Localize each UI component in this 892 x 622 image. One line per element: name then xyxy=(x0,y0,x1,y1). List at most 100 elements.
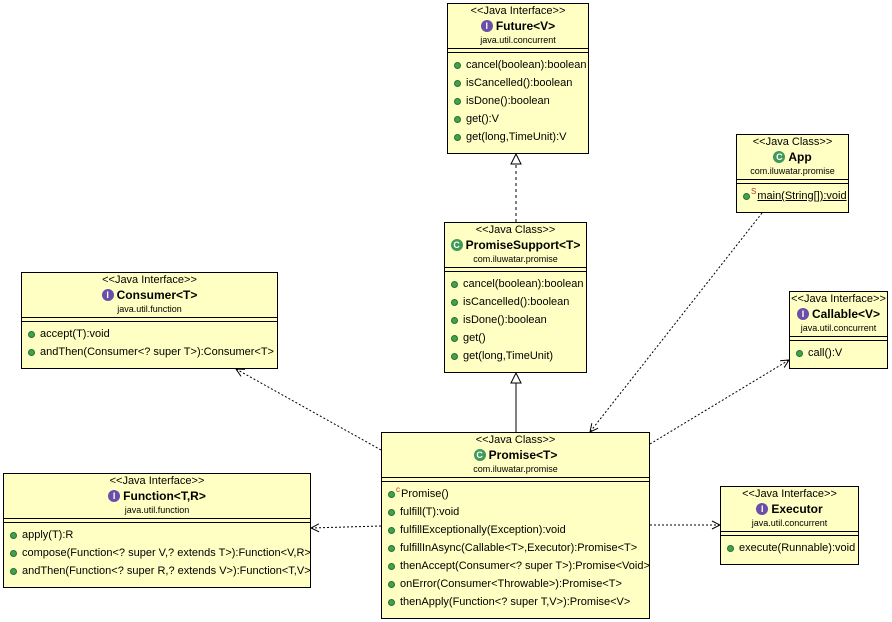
methods-compartment: execute(Runnable):void xyxy=(721,536,858,557)
promise-class-box[interactable]: <<Java Class>> C Promise<T> com.iluwatar… xyxy=(381,432,650,619)
dependency-promise-function xyxy=(311,526,382,528)
dependency-promise-consumer xyxy=(236,369,382,451)
attributes-compartment xyxy=(4,518,310,522)
class-icon: C xyxy=(473,449,486,461)
class-icon: C xyxy=(773,151,786,163)
methods-compartment: cancel(boolean):boolean isCancelled():bo… xyxy=(445,272,586,365)
promisesupport-class-box[interactable]: <<Java Class>> C PromiseSupport<T> com.i… xyxy=(444,222,587,373)
method-item: fulfillInAsync(Callable<T>,Executor):Pro… xyxy=(388,539,649,557)
public-method-icon xyxy=(388,580,395,588)
compartment-divider xyxy=(721,535,858,536)
method-item: thenAccept(Consumer<? super T>):Promise<… xyxy=(388,557,649,575)
public-method-icon xyxy=(388,526,395,534)
attributes-compartment xyxy=(22,317,277,321)
methods-compartment: apply(T):R compose(Function<? super V,? … xyxy=(4,523,310,580)
methods-compartment: accept(T):void andThen(Consumer<? super … xyxy=(22,322,277,361)
public-method-icon xyxy=(10,549,17,557)
package-label: java.util.function xyxy=(117,304,182,314)
method-item: accept(T):void xyxy=(28,325,277,343)
interface-icon: I xyxy=(108,490,121,502)
class-icon: C xyxy=(450,239,463,251)
method-item: isDone():boolean xyxy=(451,311,586,329)
future-interface-box[interactable]: <<Java Interface>> I Future<V> java.util… xyxy=(447,3,589,154)
class-name-text: Promise<T> xyxy=(488,448,558,462)
method-item: fulfill(T):void xyxy=(388,503,649,521)
method-item: cancel(boolean):boolean xyxy=(454,56,588,74)
class-name: C App xyxy=(737,149,848,165)
public-method-icon xyxy=(388,508,395,516)
public-method-icon xyxy=(451,334,458,342)
method-item: execute(Runnable):void xyxy=(727,539,858,557)
package-label: com.iluwatar.promise xyxy=(473,464,558,474)
class-name: C PromiseSupport<T> xyxy=(445,237,586,253)
public-method-icon xyxy=(743,192,750,200)
package-label: java.util.concurrent xyxy=(751,518,828,528)
public-method-icon xyxy=(388,544,395,552)
constructor-icon xyxy=(388,490,395,498)
package-label: com.iluwatar.promise xyxy=(750,166,835,176)
method-item: andThen(Function<? super R,? extends V>)… xyxy=(10,562,310,580)
compartment-divider xyxy=(448,52,588,53)
attributes-compartment xyxy=(445,267,586,271)
method-item: get():V xyxy=(454,110,588,128)
class-name-text: PromiseSupport<T> xyxy=(465,238,581,252)
function-interface-box[interactable]: <<Java Interface>> I Function<T,R> java.… xyxy=(3,473,311,588)
attributes-compartment xyxy=(448,48,588,52)
methods-compartment: call():V xyxy=(790,341,887,362)
method-item: cancel(boolean):boolean xyxy=(451,275,586,293)
app-class-box[interactable]: <<Java Class>> C App com.iluwatar.promis… xyxy=(736,134,849,213)
static-modifier-icon: S xyxy=(751,187,757,196)
package-label: java.util.function xyxy=(124,505,190,515)
class-name: I Callable<V> xyxy=(790,306,887,322)
public-method-icon xyxy=(454,61,461,69)
method-item: isDone():boolean xyxy=(454,92,588,110)
class-name-text: Function<T,R> xyxy=(123,489,206,503)
stereotype-label: <<Java Interface>> xyxy=(102,274,197,286)
attributes-compartment xyxy=(721,531,858,535)
public-method-icon xyxy=(451,280,458,288)
public-method-icon xyxy=(10,567,17,575)
public-method-icon xyxy=(451,298,458,306)
stereotype-label: <<Java Interface>> xyxy=(109,475,205,487)
class-name-text: Future<V> xyxy=(495,19,556,33)
stereotype-label: <<Java Interface>> xyxy=(742,488,837,500)
package-label: com.iluwatar.promise xyxy=(473,254,558,264)
method-item: get(long,TimeUnit) xyxy=(451,347,586,365)
method-item: call():V xyxy=(796,344,887,362)
method-item: thenApply(Function<? super T,V>):Promise… xyxy=(388,593,649,611)
method-item: get(long,TimeUnit):V xyxy=(454,128,588,146)
public-method-icon xyxy=(454,97,461,105)
compartment-divider xyxy=(737,183,848,184)
executor-interface-box[interactable]: <<Java Interface>> I Executor java.util.… xyxy=(720,486,859,565)
public-method-icon xyxy=(451,316,458,324)
attributes-compartment xyxy=(737,179,848,183)
public-method-icon xyxy=(10,531,17,539)
public-method-icon xyxy=(454,79,461,87)
public-method-icon xyxy=(451,352,458,360)
method-item: fulfillExceptionally(Exception):void xyxy=(388,521,649,539)
callable-interface-box[interactable]: <<Java Interface>> I Callable<V> java.ut… xyxy=(789,291,888,369)
class-name-text: Executor xyxy=(771,502,823,516)
class-name: I Consumer<T> xyxy=(22,287,277,303)
method-item: onError(Consumer<Throwable>):Promise<T> xyxy=(388,575,649,593)
class-name-text: Callable<V> xyxy=(811,307,881,321)
public-method-icon xyxy=(454,115,461,123)
interface-icon: I xyxy=(756,503,769,515)
stereotype-label: <<Java Class>> xyxy=(475,434,556,446)
public-method-icon xyxy=(727,544,734,552)
method-item: isCancelled():boolean xyxy=(451,293,586,311)
compartment-divider xyxy=(382,481,649,482)
class-name: C Promise<T> xyxy=(382,447,649,463)
method-item: apply(T):R xyxy=(10,526,310,544)
consumer-interface-box[interactable]: <<Java Interface>> I Consumer<T> java.ut… xyxy=(21,272,278,369)
compartment-divider xyxy=(790,340,887,341)
public-method-icon xyxy=(796,349,803,357)
class-name-text: App xyxy=(788,150,812,164)
constructor-modifier-icon: c xyxy=(396,485,400,494)
public-method-icon xyxy=(28,330,35,338)
class-name-text: Consumer<T> xyxy=(116,288,198,302)
stereotype-label: <<Java Interface>> xyxy=(470,5,566,17)
